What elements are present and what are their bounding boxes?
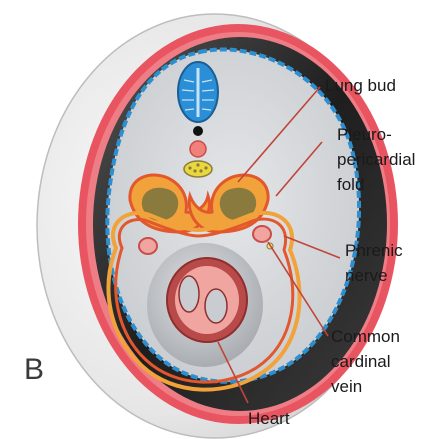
label-heart: Heart xyxy=(248,406,290,431)
label-lung-bud: Lung bud xyxy=(325,73,396,98)
dorsal-aorta xyxy=(190,141,206,157)
heart-chamber-left xyxy=(179,276,199,312)
label-phrenic-nerve: Phrenic nerve xyxy=(345,238,403,288)
foregut xyxy=(184,161,212,177)
label-common-cardinal-vein: Common cardinal vein xyxy=(331,324,400,399)
right-common-cardinal-vein xyxy=(253,226,271,242)
left-common-cardinal-vein xyxy=(139,238,157,254)
panel-letter: B xyxy=(24,353,44,387)
heart-chamber-right xyxy=(205,289,227,323)
notochord xyxy=(193,126,203,136)
label-pleuropericardial-fold: Pleuro- pericardial fold xyxy=(337,122,415,197)
